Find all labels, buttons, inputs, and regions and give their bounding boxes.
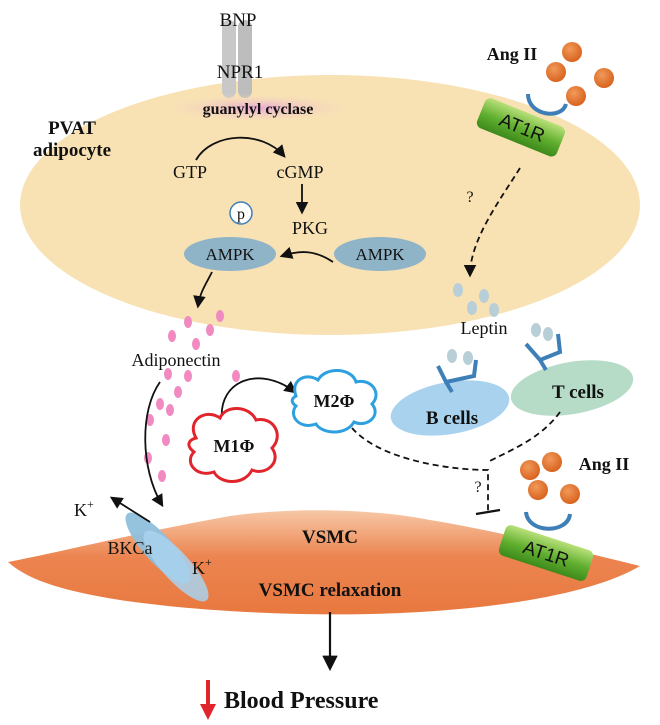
inhibition-bar (475, 508, 501, 516)
m1-to-m2-arrow (221, 377, 297, 421)
pkg-label: PKG (292, 218, 328, 238)
m2-inhibition-dashed (351, 427, 489, 512)
at1r-bottom-binding-cup (524, 511, 572, 531)
phosphate-label: p (237, 206, 245, 223)
guanylyl-cyclase-label: guanylyl cyclase (203, 101, 314, 118)
m2-macrophage-shape (290, 369, 378, 434)
b-cells-receptor (436, 359, 478, 394)
vsmc-label: VSMC (302, 527, 358, 548)
ampk-activation-arrow (279, 246, 334, 263)
vsmc-relaxation-label: VSMC relaxation (259, 580, 402, 601)
ampk-to-adiponectin-arrow (193, 271, 213, 309)
ang-ii-bottom-molecules (520, 452, 580, 504)
ampk-right-label: AMPK (355, 245, 405, 264)
at1r-top-binding-cup (526, 93, 568, 116)
b-cells (390, 380, 510, 436)
ampk-shape (334, 237, 426, 271)
k-plus-left-label: K+ (74, 497, 94, 520)
ang-ii-top-label: Ang II (487, 44, 538, 64)
bnp-label: BNP (220, 10, 257, 31)
k-plus-right-label: K+ (192, 555, 212, 578)
npr1-label: NPR1 (217, 62, 263, 83)
guanylyl-cyclase-glow (158, 93, 358, 123)
bkca-channel (125, 512, 209, 602)
blood-pressure-label: Blood Pressure (224, 688, 379, 714)
cgmp-label: cGMP (276, 162, 323, 182)
t-cells-label: T cells (552, 382, 604, 403)
adiponectin-to-bkca-arrow (144, 381, 164, 508)
at1r-top-receptor (476, 98, 565, 157)
adiponectin-label: Adiponectin (132, 350, 221, 370)
ang-ii-top-molecules (546, 42, 614, 106)
gtp-to-cgmp-arrow (195, 136, 286, 161)
leptin-label: Leptin (461, 318, 508, 338)
adipocyte-label: adipocyte (33, 140, 111, 161)
gtp-label: GTP (173, 162, 207, 182)
k-efflux-arrow (109, 496, 151, 523)
t-cells (510, 360, 634, 416)
at1r-bottom-receptor (498, 525, 594, 581)
m1-label: M1Φ (214, 436, 255, 456)
question-top-label: ? (466, 189, 473, 206)
t-cells-inhibition-dashed (487, 411, 561, 463)
m1-macrophage-shape (187, 407, 279, 483)
at1r-to-leptin-dashed-arrow (463, 167, 521, 278)
adiponectin-droplets (144, 310, 240, 482)
leptin-droplets (447, 283, 553, 365)
ampk-left-label: AMPK (205, 245, 255, 264)
question-bottom-label: ? (474, 479, 481, 496)
decrease-arrow-icon (200, 680, 216, 720)
b-cells-label: B cells (426, 408, 478, 429)
npr1-receptor (222, 20, 252, 98)
pvat-label: PVAT (48, 118, 96, 139)
m2-label: M2Φ (314, 391, 355, 411)
bkca-label: BKCa (108, 538, 153, 558)
pvat-adipocyte-cell (20, 75, 640, 335)
phosphate-circle (229, 201, 253, 225)
ampk-phospho-shape (184, 237, 276, 271)
ang-ii-bottom-label: Ang II (579, 454, 630, 474)
t-cells-receptor (524, 333, 563, 372)
